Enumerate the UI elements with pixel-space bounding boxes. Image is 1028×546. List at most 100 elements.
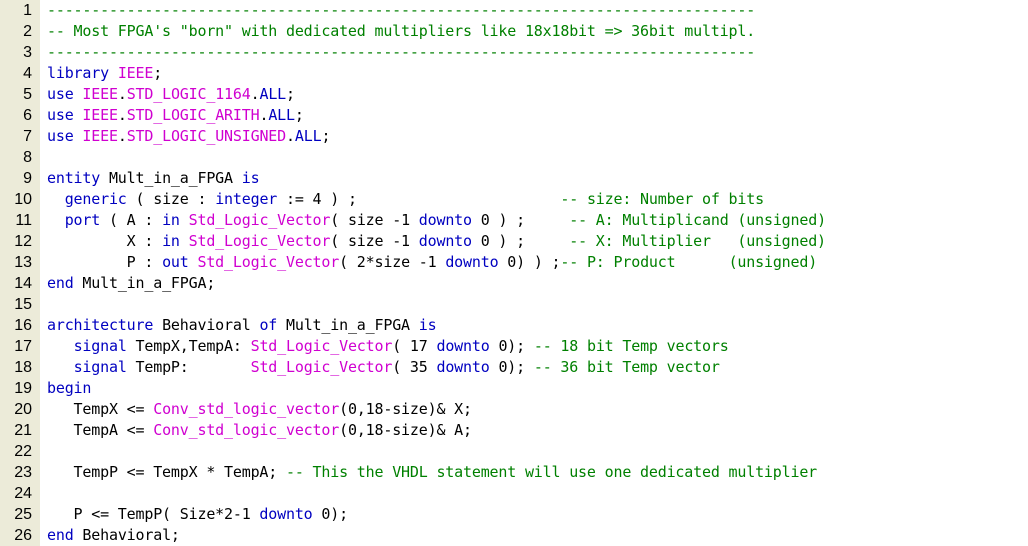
code-line[interactable]: 13 P : out Std_Logic_Vector( 2*size -1 d… — [0, 252, 1028, 273]
code-token: Std_Logic_Vector — [250, 337, 393, 355]
code-token: library — [47, 64, 109, 82]
line-text: TempA <= Conv_std_logic_vector(0,18-size… — [47, 420, 472, 441]
code-token: -- size: Number of bits — [560, 190, 764, 208]
code-token: entity — [47, 169, 101, 187]
code-token: ; — [321, 127, 331, 145]
code-token: ; — [153, 64, 163, 82]
code-token: -- 18 bit Temp vectors — [533, 337, 729, 355]
code-token: IEEE — [82, 127, 118, 145]
code-token: end — [47, 526, 74, 544]
code-token: ALL — [294, 127, 322, 145]
code-token — [47, 358, 74, 376]
code-token: Std_Logic_Vector — [250, 358, 393, 376]
code-line[interactable]: 25 P <= TempP( Size*2-1 downto 0); — [0, 504, 1028, 525]
code-line[interactable]: 3 ---------------------------------------… — [0, 42, 1028, 63]
code-token: . — [117, 127, 127, 145]
code-token: Std_Logic_Vector — [188, 211, 331, 229]
line-text: TempP <= TempX * TempA; -- This the VHDL… — [47, 462, 818, 483]
line-number: 24 — [14, 485, 32, 502]
code-token: of — [259, 316, 278, 334]
code-line[interactable]: 5 use IEEE.STD_LOGIC_1164.ALL; — [0, 84, 1028, 105]
line-number: 5 — [23, 86, 32, 103]
code-token: Mult_in_a_FPGA; — [73, 274, 216, 292]
code-token: Behavioral; — [73, 526, 180, 544]
code-line[interactable]: 11 port ( A : in Std_Logic_Vector( size … — [0, 210, 1028, 231]
code-token: ( 2*size -1 — [339, 253, 446, 271]
code-token: use — [47, 106, 74, 124]
code-line[interactable]: 8 — [0, 147, 1028, 168]
code-token: STD_LOGIC_UNSIGNED — [126, 127, 287, 145]
line-text: end Behavioral; — [47, 525, 180, 546]
code-token: STD_LOGIC_1164 — [126, 85, 251, 103]
code-token: TempA <= — [47, 421, 154, 439]
code-token: ( A : — [100, 211, 163, 229]
code-token: 0) ) ; — [498, 253, 561, 271]
code-line[interactable]: 23 TempP <= TempX * TempA; -- This the V… — [0, 462, 1028, 483]
code-token: ; — [286, 85, 295, 103]
line-number: 21 — [14, 422, 32, 439]
code-line[interactable]: 15 — [0, 294, 1028, 315]
code-line[interactable]: 16 architecture Behavioral of Mult_in_a_F… — [0, 315, 1028, 336]
code-token: Std_Logic_Vector — [197, 253, 340, 271]
code-token: ( 35 — [392, 358, 437, 376]
code-token: Mult_in_a_FPGA — [100, 169, 242, 187]
code-line[interactable]: 22 — [0, 441, 1028, 462]
code-line[interactable]: 2 -- Most FPGA's "born" with dedicated mu… — [0, 21, 1028, 42]
code-line[interactable]: 20 TempX <= Conv_std_logic_vector(0,18-s… — [0, 399, 1028, 420]
code-token: := 4 ) ; — [277, 190, 561, 208]
line-number: 3 — [23, 44, 32, 61]
line-text: architecture Behavioral of Mult_in_a_FPG… — [47, 315, 437, 336]
line-text: X : in Std_Logic_Vector( size -1 downto … — [47, 231, 826, 252]
line-number: 18 — [14, 359, 32, 376]
code-line[interactable]: 7 use IEEE.STD_LOGIC_UNSIGNED.ALL; — [0, 126, 1028, 147]
line-number: 7 — [23, 128, 32, 145]
code-line[interactable]: 1---------------------------------------… — [0, 0, 1028, 21]
code-token: ( 17 — [392, 337, 437, 355]
line-text: use IEEE.STD_LOGIC_UNSIGNED.ALL; — [47, 126, 330, 147]
line-number: 26 — [14, 527, 32, 544]
code-line[interactable]: 24 — [0, 483, 1028, 504]
code-line[interactable]: 18 signal TempP: Std_Logic_Vector( 35 do… — [0, 357, 1028, 378]
code-token: TempP: — [126, 358, 251, 376]
code-token — [47, 211, 65, 229]
line-number: 23 — [14, 464, 32, 481]
line-number: 4 — [23, 65, 32, 82]
line-number: 2 — [23, 23, 32, 40]
code-token: downto — [259, 505, 313, 523]
code-token — [180, 211, 189, 229]
code-token: . — [286, 127, 295, 145]
code-token: ----------------------------------------… — [47, 43, 756, 61]
code-token: is — [241, 169, 260, 187]
code-line[interactable]: 17 signal TempX,TempA: Std_Logic_Vector(… — [0, 336, 1028, 357]
code-line[interactable]: 21 TempA <= Conv_std_logic_vector(0,18-s… — [0, 420, 1028, 441]
code-token: port — [64, 211, 101, 229]
code-token: use — [47, 85, 74, 103]
code-token: P <= TempP( Size*2-1 — [47, 505, 260, 523]
line-number: 20 — [14, 401, 32, 418]
code-token — [180, 232, 189, 250]
code-line[interactable]: 26 end Behavioral; — [0, 525, 1028, 546]
code-line[interactable]: 10 generic ( size : integer := 4 ) ; -- … — [0, 189, 1028, 210]
code-token: 0 ) ; — [471, 232, 570, 250]
line-text: -- Most FPGA's "born" with dedicated mul… — [47, 21, 755, 42]
code-token: . — [250, 85, 260, 103]
code-token: (0,18-size)& A; — [339, 421, 472, 439]
code-token: ----------------------------------------… — [47, 1, 756, 19]
code-token: ( size -1 — [330, 211, 419, 229]
line-number: 16 — [14, 317, 32, 334]
code-line[interactable]: 12 X : in Std_Logic_Vector( size -1 down… — [0, 231, 1028, 252]
code-token: TempX,TempA: — [126, 337, 251, 355]
line-text: entity Mult_in_a_FPGA is — [47, 168, 260, 189]
line-number: 25 — [14, 506, 32, 523]
code-token: Conv_std_logic_vector — [153, 421, 340, 439]
line-text: use IEEE.STD_LOGIC_1164.ALL; — [47, 84, 295, 105]
line-text: generic ( size : integer := 4 ) ; -- siz… — [47, 189, 764, 210]
code-token: (0,18-size)& X; — [339, 400, 472, 418]
